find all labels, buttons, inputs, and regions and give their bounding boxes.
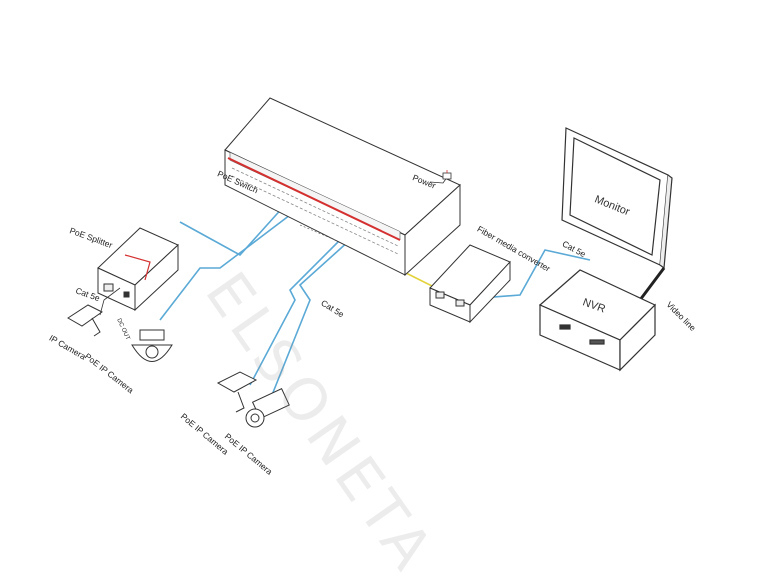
box-camera-icon	[245, 387, 290, 428]
cable-switch-to-dome-camera	[159, 214, 291, 321]
cable-switch-to-box-camera	[269, 239, 351, 401]
diagram-canvas	[67, 97, 673, 428]
bullet-camera-icon	[216, 371, 258, 413]
nvr-icon	[538, 269, 657, 372]
fiber-converter-icon	[429, 244, 511, 324]
network-diagram: ELSONETA PoE Switch Power PoE Splitter C…	[48, 97, 698, 586]
red-port-strip	[227, 157, 401, 241]
poe-splitter-icon	[97, 227, 179, 312]
poe-switch-icon	[224, 97, 461, 277]
cable-switch-to-splitter	[179, 204, 286, 257]
power-plug-icon	[429, 170, 452, 184]
cable-switch-to-bullet-camera	[249, 234, 346, 386]
dome-camera-icon	[131, 329, 173, 362]
monitor-icon	[561, 127, 673, 301]
bullet-camera-icon	[67, 287, 121, 337]
